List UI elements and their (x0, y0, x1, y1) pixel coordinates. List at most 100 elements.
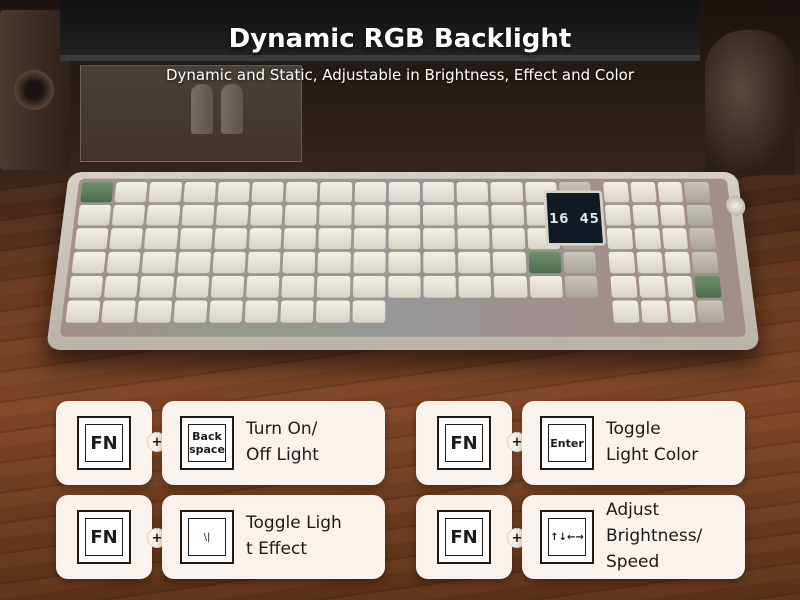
fn-key-label: FN (85, 518, 123, 556)
action-description: Toggle Light Color (606, 416, 742, 468)
keyboard-keycap (280, 300, 315, 323)
description-line: Turn On/ (246, 419, 318, 439)
keyboard-keycap (493, 251, 527, 274)
backslash-key-label: \| (188, 518, 226, 556)
keyboard-keycap (564, 275, 599, 298)
keyboard-keycap (181, 204, 215, 226)
fn-keycap: FN (77, 510, 131, 564)
modifier-card: FN (416, 401, 512, 485)
keyboard-keycap (282, 251, 316, 274)
numpad-keycap (636, 251, 664, 274)
keyboard-keycap (423, 228, 456, 250)
keyboard-keycap (101, 300, 137, 323)
keyboard-keycap (422, 204, 455, 226)
speaker-image (0, 10, 70, 170)
keyboard-keycap (281, 275, 315, 298)
description-line: Adjust (606, 500, 660, 520)
numpad-keycap (689, 228, 717, 250)
keyboard-keycap (317, 251, 351, 274)
keyboard-keycap (320, 182, 352, 203)
keyboard-keycap (352, 275, 386, 298)
numpad-keycap (640, 300, 668, 323)
keyboard-keycap (139, 275, 174, 298)
keyboard-keycap (284, 204, 318, 226)
vacuum-tube (191, 84, 213, 134)
description-line: t Effect (246, 539, 307, 559)
numpad-keycap (632, 204, 659, 226)
keyboard-keycap (388, 251, 421, 274)
keyboard-keycap (148, 182, 182, 203)
modifier-card: FN (56, 401, 152, 485)
numpad-keycap (691, 251, 719, 274)
numpad-keycap (638, 275, 666, 298)
keyboard-keycap (562, 251, 597, 274)
monitor-image (60, 0, 700, 61)
description-line: Light Color (606, 445, 699, 465)
keyboard-keycap (144, 228, 178, 250)
enter-keycap: Enter (540, 416, 594, 470)
numpad-keycap (608, 251, 636, 274)
keyboard-numpad (603, 182, 725, 324)
keyboard-keycap (106, 251, 142, 274)
numpad-keycap (659, 204, 686, 226)
arrow-keys-keycap: ↑↓←→ (540, 510, 594, 564)
keyboard-keycap (80, 182, 114, 203)
description-line: Speed (606, 552, 660, 572)
keyboard-keycap (213, 228, 248, 250)
keyboard-keycap (492, 228, 525, 250)
keyboard-keycap (251, 182, 284, 203)
numpad-keycap (694, 275, 722, 298)
keyboard-keycap (146, 204, 180, 226)
keyboard-keycap (212, 251, 246, 274)
numpad-keycap (606, 228, 634, 250)
keyboard-keycap (491, 204, 524, 226)
description-line: Off Light (246, 445, 319, 465)
keyboard-keycap (388, 275, 421, 298)
keyboard-keycap (71, 251, 107, 274)
keyboard-keycap (456, 182, 489, 203)
numpad-keycap (666, 275, 694, 298)
keyboard-keycap (247, 251, 281, 274)
numpad-keycap (696, 300, 725, 323)
keyboard-keycap (352, 300, 386, 323)
enter-key-label: Enter (548, 424, 586, 462)
keyboard-keycap (458, 251, 491, 274)
action-card: Enter Toggle Light Color (522, 401, 745, 485)
keyboard-keycap (248, 228, 282, 250)
backspace-key-label: Back space (188, 424, 226, 462)
numpad-keycap (604, 204, 632, 226)
keyboard-keycap (208, 300, 243, 323)
numpad-keycap (686, 204, 714, 226)
keyboard-keycap (422, 182, 455, 203)
keyboard-keycap (316, 300, 350, 323)
action-description: Adjust Brightness/ Speed (606, 497, 742, 575)
description-line: Toggle Ligh (246, 513, 342, 533)
action-description: Toggle Ligh t Effect (246, 510, 382, 562)
page-subtitle: Dynamic and Static, Adjustable in Bright… (165, 66, 635, 84)
keyboard-keycap (182, 182, 216, 203)
backspace-keycap: Back space (180, 416, 234, 470)
keyboard-keycap (283, 228, 317, 250)
keyboard-keycap (458, 275, 492, 298)
keyboard-keycap (493, 275, 528, 298)
numpad-keycap (630, 182, 657, 203)
keyboard-keycap (490, 182, 523, 203)
keyboard-keycap (137, 300, 172, 323)
keyboard-keycap (457, 228, 491, 250)
action-description: Turn On/ Off Light (246, 416, 382, 468)
keyboard-keycap (141, 251, 176, 274)
keyboard-image: 16 45 (46, 172, 760, 350)
keyboard-keycap (77, 204, 112, 226)
keyboard-keycap (353, 228, 386, 250)
backslash-keycap: \| (180, 510, 234, 564)
keyboard-keycap (353, 204, 386, 226)
fn-keycap: FN (437, 416, 491, 470)
fn-keycap: FN (437, 510, 491, 564)
keyboard-keycap (215, 204, 249, 226)
keyboard-keycap (388, 182, 421, 203)
keyboard-keycap (65, 300, 101, 323)
keyboard-keycap (177, 251, 211, 274)
speaker-cone (14, 70, 54, 110)
keyboard-keycap (210, 275, 245, 298)
